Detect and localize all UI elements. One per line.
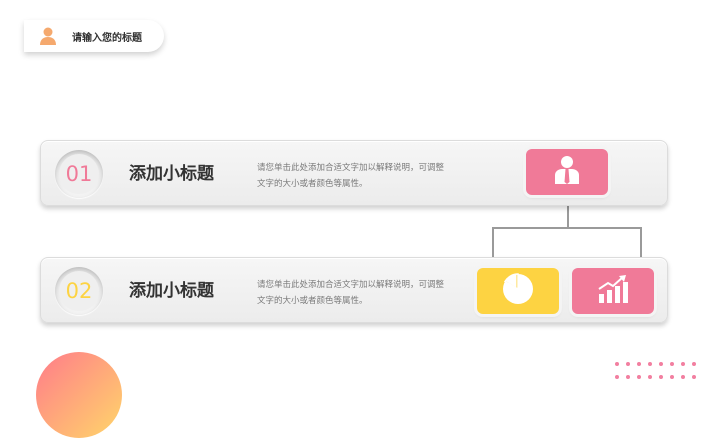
number-label: 01 bbox=[59, 154, 99, 194]
item-subtitle: 添加小标题 bbox=[129, 281, 214, 301]
item-description: 请您单击此处添加合适文字加以解释说明，可调整文字的大小或者颜色等属性。 bbox=[257, 163, 445, 189]
connector-horizontal bbox=[492, 227, 642, 229]
item-description: 请您单击此处添加合适文字加以解释说明，可调整文字的大小或者颜色等属性。 bbox=[257, 280, 445, 306]
growth-chart-icon bbox=[596, 274, 630, 308]
page-title: 请输入您的标题 bbox=[72, 32, 142, 44]
person-icon bbox=[38, 26, 58, 46]
number-badge: 01 bbox=[55, 150, 103, 198]
dot-grid-decoration bbox=[615, 362, 696, 379]
decorative-blob bbox=[36, 352, 122, 438]
connector-right-drop bbox=[640, 227, 642, 259]
org-chart-button[interactable] bbox=[526, 149, 608, 195]
number-label: 02 bbox=[59, 271, 99, 311]
item-subtitle: 添加小标题 bbox=[129, 164, 214, 184]
growth-chart-button[interactable] bbox=[572, 268, 654, 314]
title-pill: 请输入您的标题 bbox=[24, 20, 164, 52]
org-chart-icon bbox=[552, 155, 582, 189]
connector-left-drop bbox=[492, 227, 494, 259]
list-item[interactable]: 02 添加小标题 请您单击此处添加合适文字加以解释说明，可调整文字的大小或者颜色… bbox=[40, 257, 668, 323]
pie-chart-icon bbox=[501, 272, 535, 310]
number-badge: 02 bbox=[55, 267, 103, 315]
pie-chart-button[interactable] bbox=[477, 268, 559, 314]
connector-vertical bbox=[567, 206, 569, 228]
